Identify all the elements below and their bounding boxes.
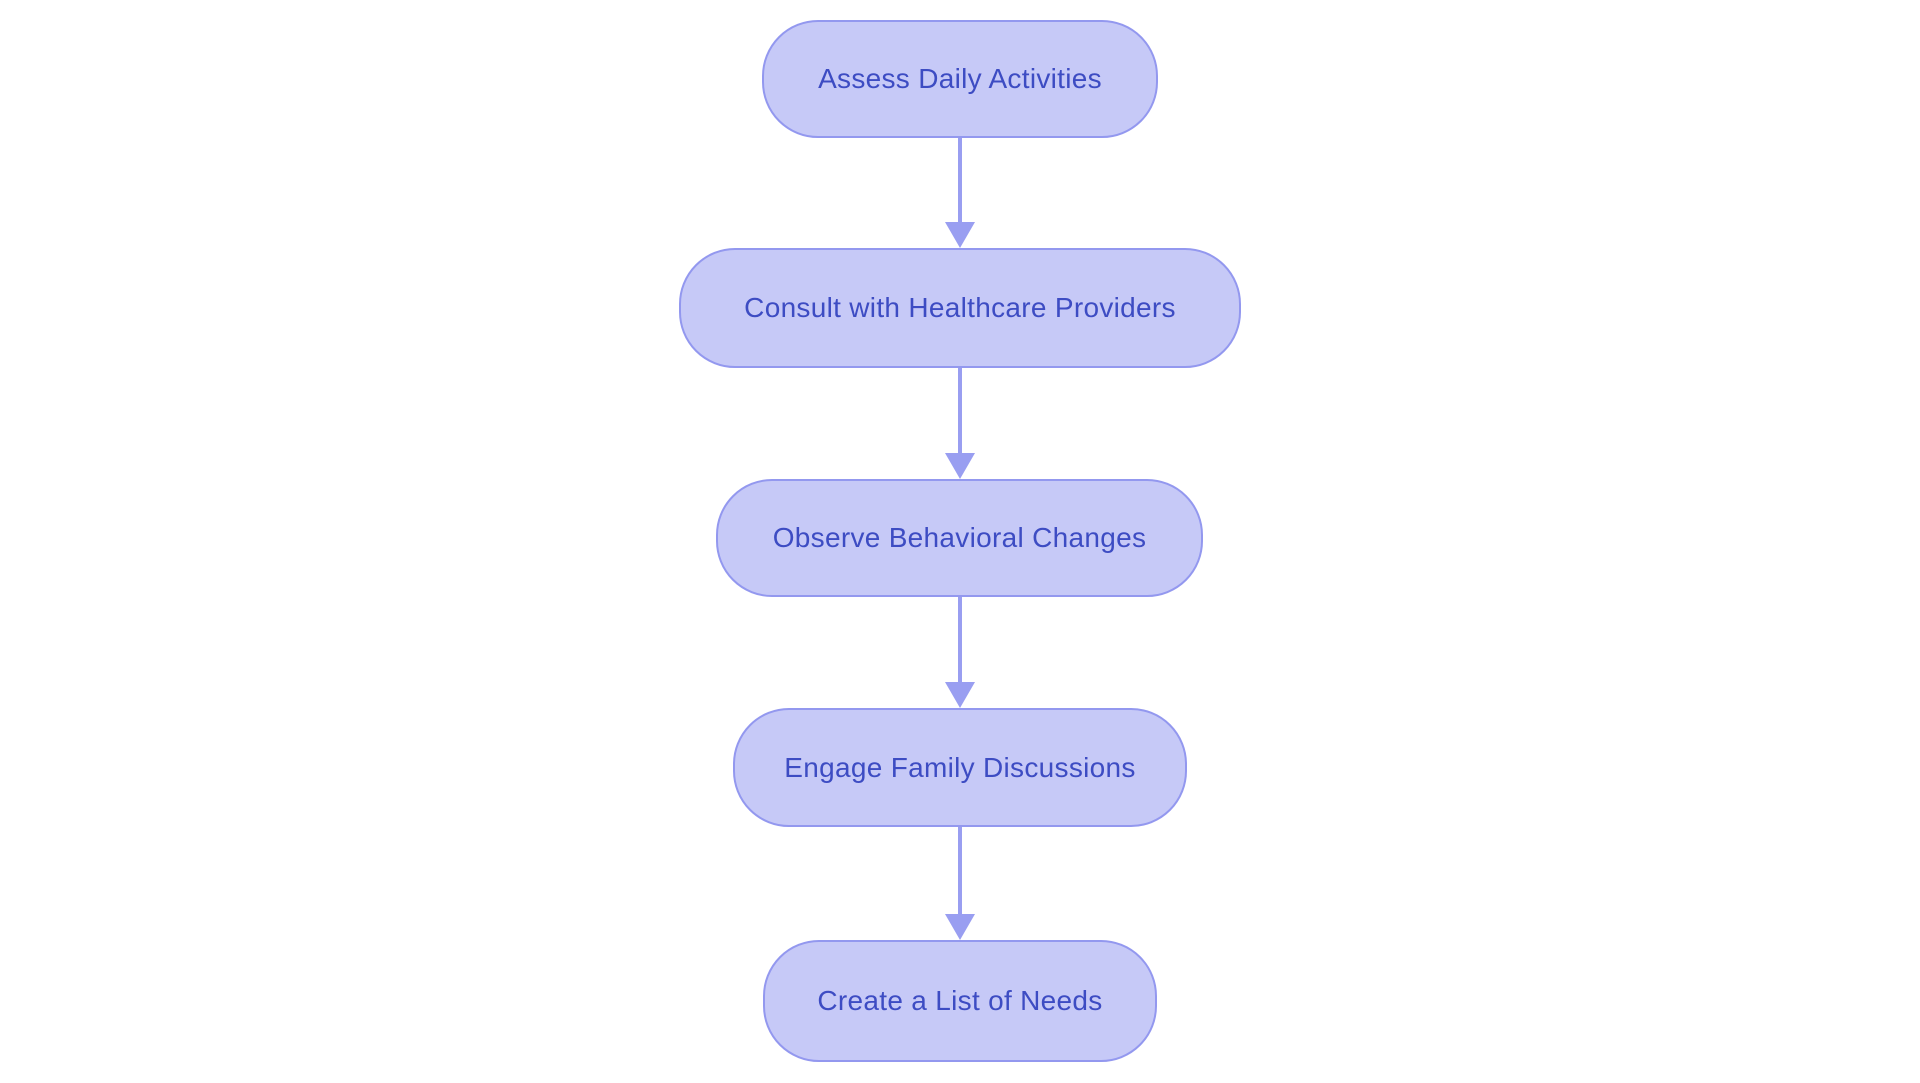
connector-line-4-to-5 xyxy=(958,827,962,914)
flow-node-label: Engage Family Discussions xyxy=(784,751,1136,783)
flow-node-label: Consult with Healthcare Providers xyxy=(744,292,1176,323)
arrowhead-icon xyxy=(945,453,975,479)
flow-node-label: Assess Daily Activities xyxy=(818,63,1102,94)
arrowhead-icon xyxy=(945,914,975,940)
arrowhead-icon xyxy=(945,682,975,708)
flow-node-label: Create a List of Needs xyxy=(817,985,1103,1016)
arrowhead-icon xyxy=(945,222,975,248)
flow-node-label: Observe Behavioral Changes xyxy=(772,522,1147,553)
connector-line-1-to-2 xyxy=(958,138,962,222)
flow-node-observe-behavioral-changes: Observe Behavioral Changes xyxy=(716,479,1203,597)
flow-node-consult-healthcare-providers: Consult with Healthcare Providers xyxy=(679,248,1241,368)
connector-line-2-to-3 xyxy=(958,368,962,453)
flow-node-create-list-of-needs: Create a List of Needs xyxy=(763,940,1157,1062)
flow-node-assess-daily-activities: Assess Daily Activities xyxy=(762,20,1158,138)
connector-line-3-to-4 xyxy=(958,597,962,682)
flow-node-engage-family-discussions: Engage Family Discussions xyxy=(733,708,1187,827)
